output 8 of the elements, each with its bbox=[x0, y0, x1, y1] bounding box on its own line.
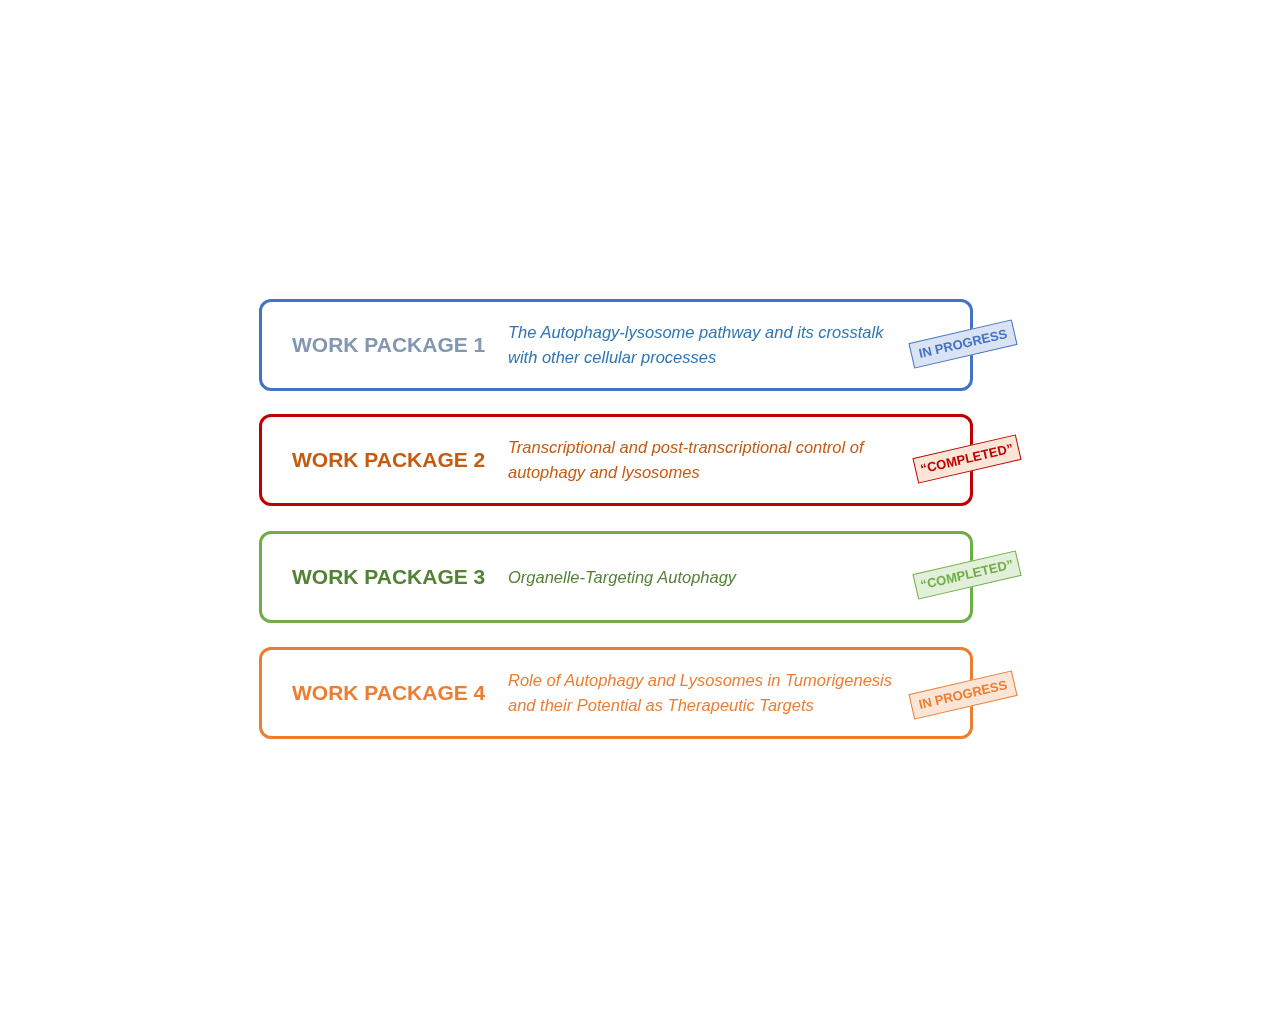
package-description: Organelle-Targeting Autophagy bbox=[508, 566, 738, 588]
package-heading: WORK PACKAGE 3 bbox=[292, 564, 486, 590]
package-heading: WORK PACKAGE 1 bbox=[292, 332, 486, 358]
package-heading: WORK PACKAGE 2 bbox=[292, 447, 486, 473]
package-heading: WORK PACKAGE 4 bbox=[292, 680, 486, 706]
package-description: Transcriptional and post-transcriptional control of autophagy and lysosomes bbox=[508, 437, 866, 483]
package-description: The Autophagy-lysosome pathway and its crosstalk with other cellular processes bbox=[508, 322, 885, 368]
package-description: Role of Autophagy and Lysosomes in Tumorigenesis and their Potential as Therapeutic Targets bbox=[508, 670, 893, 716]
